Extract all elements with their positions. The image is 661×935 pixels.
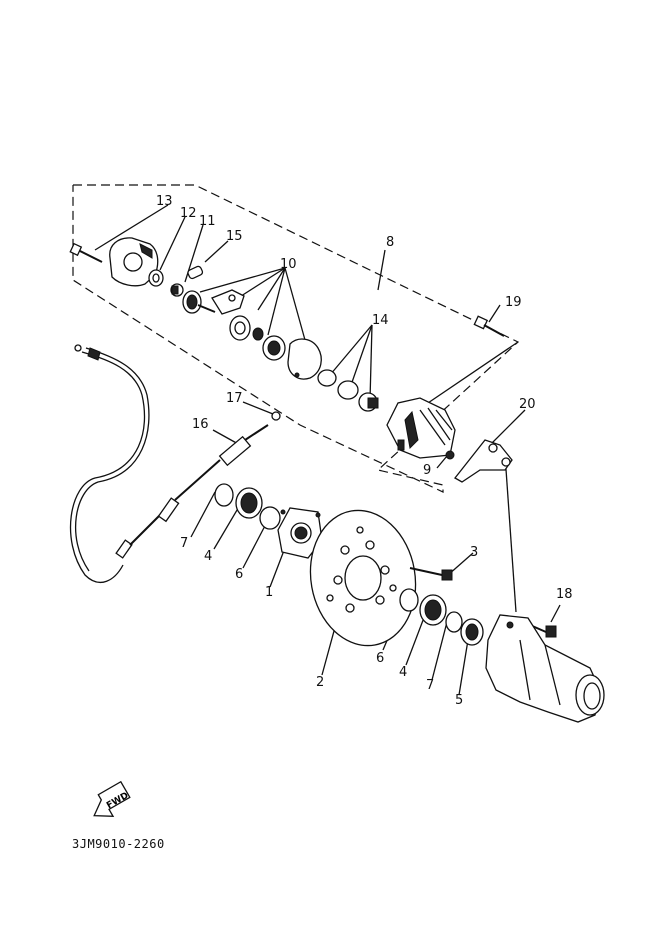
caliper-bracket: [109, 237, 159, 287]
bolt-19: [473, 315, 505, 337]
caliper-assembly-outline: [72, 184, 520, 493]
callout-8: 8: [386, 235, 395, 250]
callout-9: 9: [423, 463, 432, 478]
brake-disc-2: [309, 509, 417, 647]
bracket-20: [454, 439, 513, 483]
cable-adjuster-16: [218, 424, 269, 467]
pin-15: [187, 265, 204, 280]
callout-14: 14: [372, 313, 389, 328]
fwd-arrow-icon: [93, 780, 131, 817]
callout-20: 20: [519, 397, 536, 412]
callout-5: 5: [455, 693, 464, 708]
diagram-code: 3JM9010-2260: [72, 837, 165, 851]
callout-11: 11: [199, 214, 216, 229]
callout-10: 10: [280, 257, 297, 272]
caliper-body: [386, 397, 456, 459]
bleed-screw-9: [445, 450, 455, 460]
pin-11: [170, 283, 184, 297]
callout-2: 2: [316, 675, 325, 690]
callout-13: 13: [156, 194, 173, 209]
callout-18: 18: [556, 587, 573, 602]
callout-3: 3: [470, 545, 479, 560]
callout-12: 12: [180, 206, 197, 221]
washers-left: [214, 483, 281, 530]
bolt-13: [69, 242, 103, 263]
callout-17: 17: [226, 391, 243, 406]
adjuster-parts-10: [182, 289, 286, 361]
callout-1: 1: [265, 585, 274, 600]
gasket: [287, 338, 322, 380]
axle-housing: [485, 614, 605, 723]
callout-7-right: 7: [426, 678, 435, 693]
brake-cable: [69, 344, 221, 584]
callout-19: 19: [505, 295, 522, 310]
pistons-14: [317, 369, 379, 412]
callout-6-left: 6: [235, 567, 244, 582]
callout-16: 16: [192, 417, 209, 432]
callout-15: 15: [226, 229, 243, 244]
callout-6-right: 6: [376, 651, 385, 666]
bolt-3: [409, 567, 453, 581]
washers-right: [399, 588, 484, 646]
callout-7-left: 7: [180, 536, 189, 551]
seal-12: [148, 269, 164, 287]
callout-4-right: 4: [399, 665, 408, 680]
nut-17: [271, 411, 281, 421]
callout-4-left: 4: [204, 549, 213, 564]
